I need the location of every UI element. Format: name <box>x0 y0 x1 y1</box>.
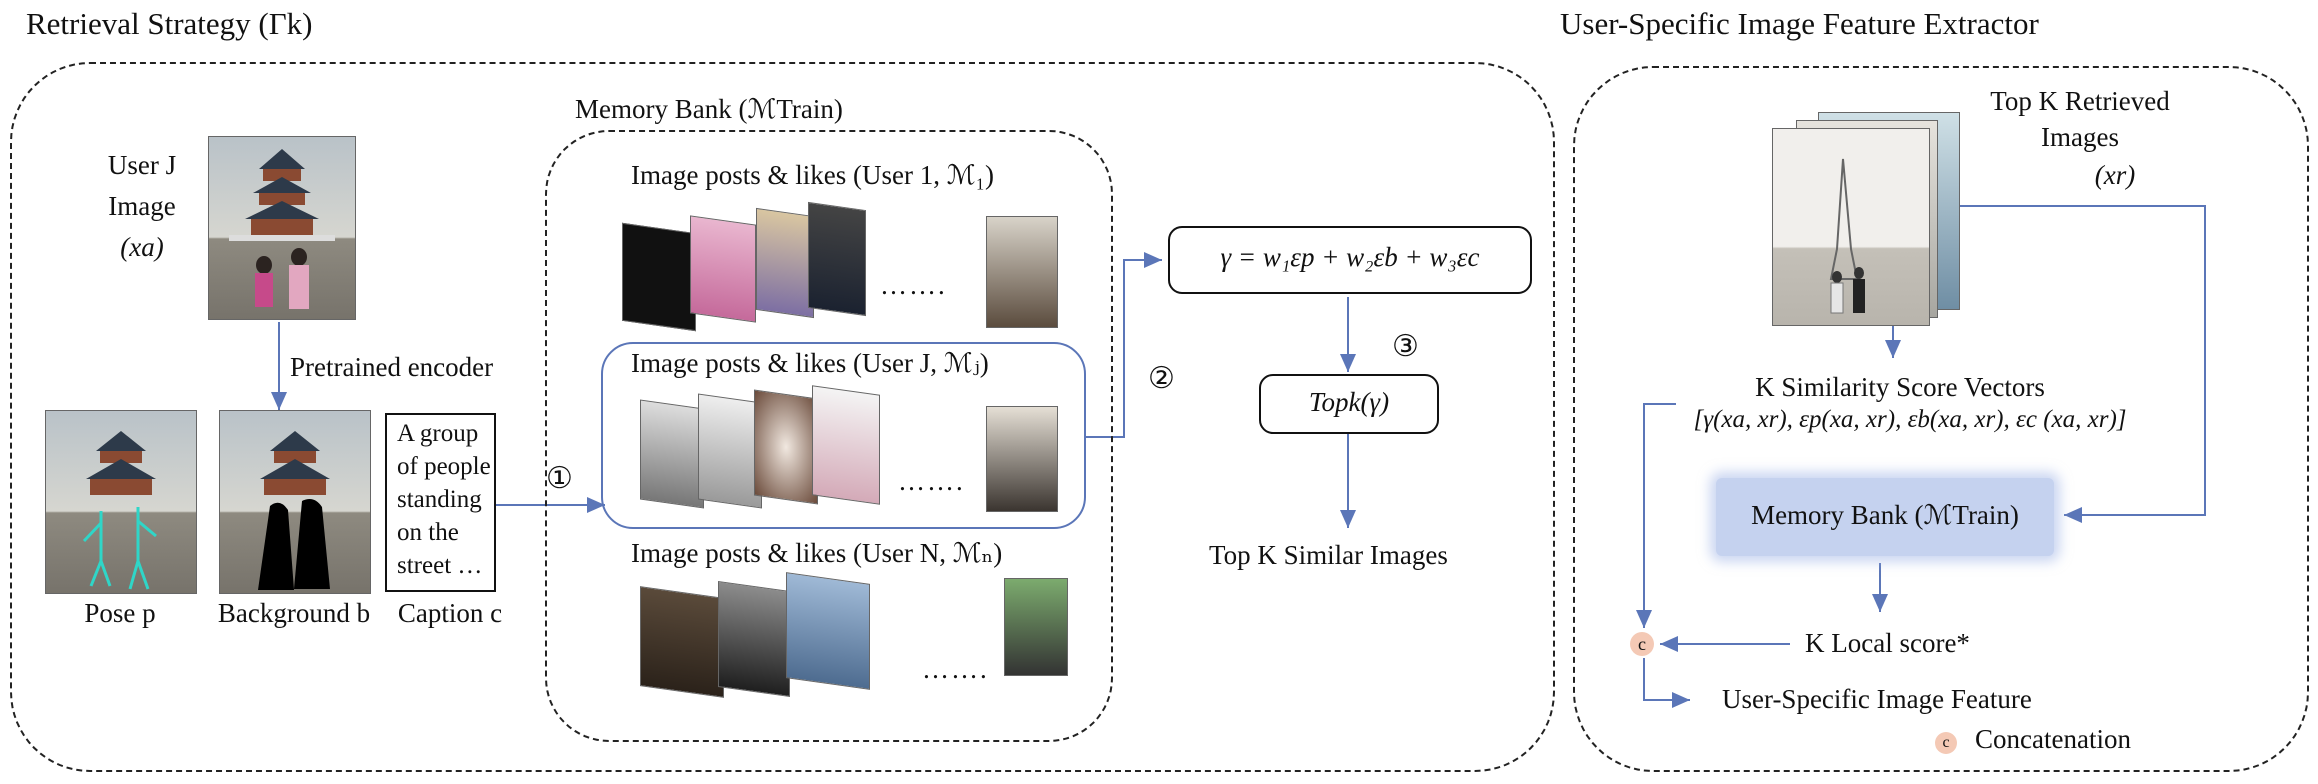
user-1-ellipsis: ……. <box>880 270 947 300</box>
caption-line-3: standing <box>397 486 482 513</box>
memory-bank-panel <box>545 130 1113 742</box>
caption-box <box>385 413 496 592</box>
memory-bank-title: Memory Bank (ℳTrain) <box>575 94 843 124</box>
similarity-score-title: K Similarity Score Vectors <box>1755 372 2045 402</box>
caption-line-1: A group <box>397 420 479 447</box>
concat-circle: c <box>1630 632 1654 656</box>
concat-legend-icon: c <box>1935 732 1957 754</box>
topk-box <box>1259 374 1439 434</box>
pose-label: Pose p <box>84 598 156 628</box>
user-j-images: ……. <box>640 385 1080 520</box>
step-1-marker: ① <box>546 462 573 495</box>
user-j-photo <box>208 136 356 320</box>
pretrained-encoder-label: Pretrained encoder <box>290 352 494 382</box>
user-n-ellipsis: ……. <box>922 654 989 684</box>
memory-bank-box-label: Memory Bank (ℳTrain) <box>1751 500 2019 530</box>
user-j-bank-label: Image posts & likes (User J, ℳⱼ) <box>631 348 989 378</box>
user-n-images: ……. <box>640 572 1080 710</box>
user-j-label: User J <box>107 150 177 180</box>
gamma-formula-box <box>1168 226 1532 294</box>
background-label: Background b <box>217 598 371 628</box>
user-j-xa-label: (xa) <box>120 232 164 262</box>
gamma-formula: γ = w₁εp + w₂εb + w₃εc <box>1220 242 1480 272</box>
top-k-retrieved-label-2: Images <box>2041 122 2119 152</box>
caption-line-2: of people <box>397 453 491 480</box>
concatenation-legend-label: Concatenation <box>1975 724 2131 754</box>
background-photo <box>219 410 371 594</box>
feature-extractor-panel <box>1573 66 2309 772</box>
user-1-images: ……. <box>622 201 1072 336</box>
caption-line-5: street … <box>397 552 483 579</box>
top-k-retrieved-label-1: Top K Retrieved <box>1990 86 2170 116</box>
top-k-similar-images-label: Top K Similar Images <box>1209 540 1448 570</box>
similarity-score-vector: [γ(xa, xr), εp(xa, xr), εb(xa, xr), εc (… <box>1693 406 2127 433</box>
step-3-marker: ③ <box>1392 330 1419 363</box>
retrieved-images-stack <box>1772 112 1962 326</box>
step-2-marker: ② <box>1148 362 1175 395</box>
feature-extractor-title: User-Specific Image Feature Extractor <box>1560 6 2039 41</box>
retrieval-strategy-panel <box>10 62 1555 772</box>
k-local-score-label: K Local score* <box>1805 628 1970 658</box>
user-specific-feature-label: User-Specific Image Feature <box>1722 684 2032 714</box>
caption-line-4: on the <box>397 519 459 546</box>
topk-formula: Topk(γ) <box>1308 387 1390 417</box>
user-j-ellipsis: ……. <box>898 466 965 496</box>
user-j-group <box>601 342 1086 529</box>
memory-bank-box <box>1716 478 2054 556</box>
user-j-image-label: Image <box>108 191 176 221</box>
pose-photo <box>45 410 197 594</box>
top-k-retrieved-xr: (xr) <box>2094 160 2136 190</box>
retrieval-strategy-title: Retrieval Strategy (Γk) <box>26 6 313 41</box>
caption-label: Caption c <box>397 598 503 628</box>
user-1-label: Image posts & likes (User 1, ℳ₁) <box>631 160 994 190</box>
user-n-label: Image posts & likes (User N, ℳₙ) <box>631 538 1003 568</box>
